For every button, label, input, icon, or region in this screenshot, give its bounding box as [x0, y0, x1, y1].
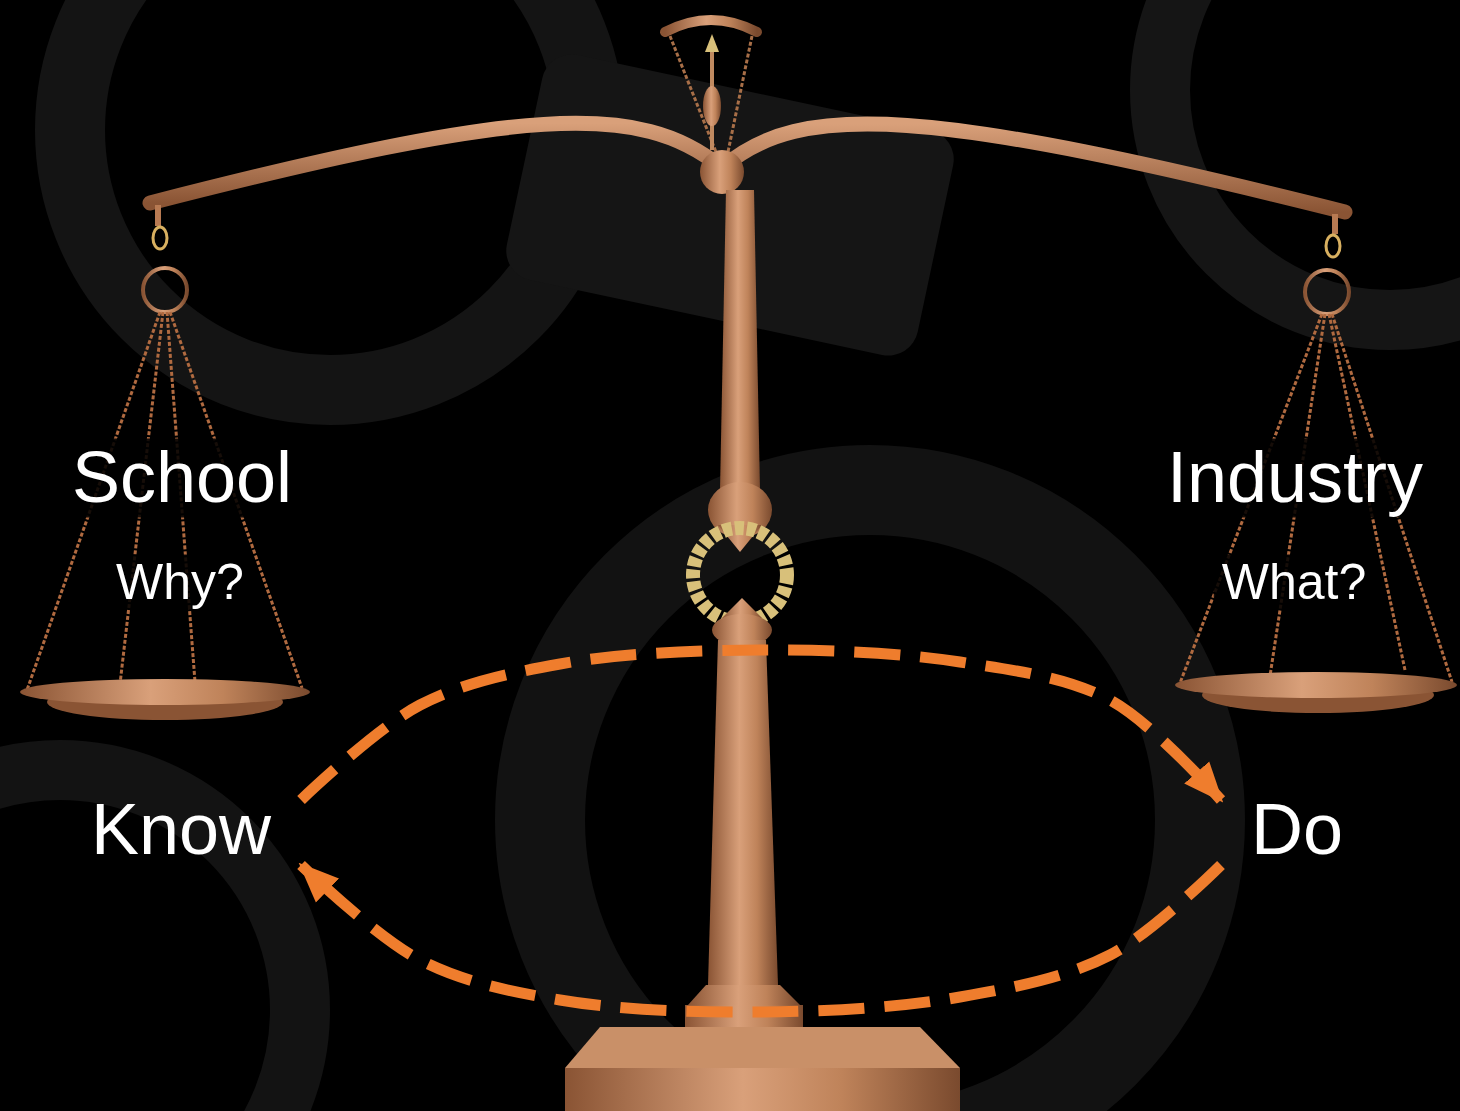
background-shape	[1160, 0, 1460, 320]
scale-hook	[155, 205, 161, 226]
scale-finial	[703, 86, 721, 126]
scale-column	[708, 640, 778, 985]
scale-column	[720, 190, 760, 490]
scale-pan	[20, 679, 310, 705]
scale-collar	[688, 985, 800, 1005]
background-shape	[70, 0, 590, 390]
scale-ring	[153, 227, 167, 249]
scale-base	[565, 1027, 960, 1068]
concept-node: Know	[61, 784, 301, 875]
scale-twisted-wire	[728, 36, 752, 152]
scale-ring	[143, 268, 187, 312]
question-label: What?	[1214, 555, 1375, 610]
scale-indicator-arc	[665, 20, 757, 32]
scale-base	[565, 1068, 960, 1111]
concept-node: Do	[1221, 784, 1373, 875]
scale-needle-tip	[705, 34, 719, 52]
cycle-arrow	[301, 650, 1221, 800]
concept-text: Do	[1251, 790, 1343, 869]
scale-gold-ring	[693, 528, 787, 622]
concept-text: Know	[91, 790, 271, 869]
question-label: Why?	[108, 555, 252, 610]
scale-pivot	[700, 150, 744, 194]
scale-beam	[150, 123, 722, 203]
side-label: School	[64, 438, 300, 517]
scale-pan	[1175, 672, 1457, 698]
scale-ring	[1326, 235, 1340, 257]
scale-chains	[27, 312, 1452, 690]
background-shape	[540, 490, 1200, 1111]
scale-ring	[1305, 270, 1349, 314]
side-label: Industry	[1159, 438, 1431, 517]
scale-beam	[722, 124, 1345, 212]
scale-hook	[1332, 214, 1338, 234]
background-shape	[0, 770, 300, 1111]
cycle-arrow	[301, 865, 1221, 1012]
